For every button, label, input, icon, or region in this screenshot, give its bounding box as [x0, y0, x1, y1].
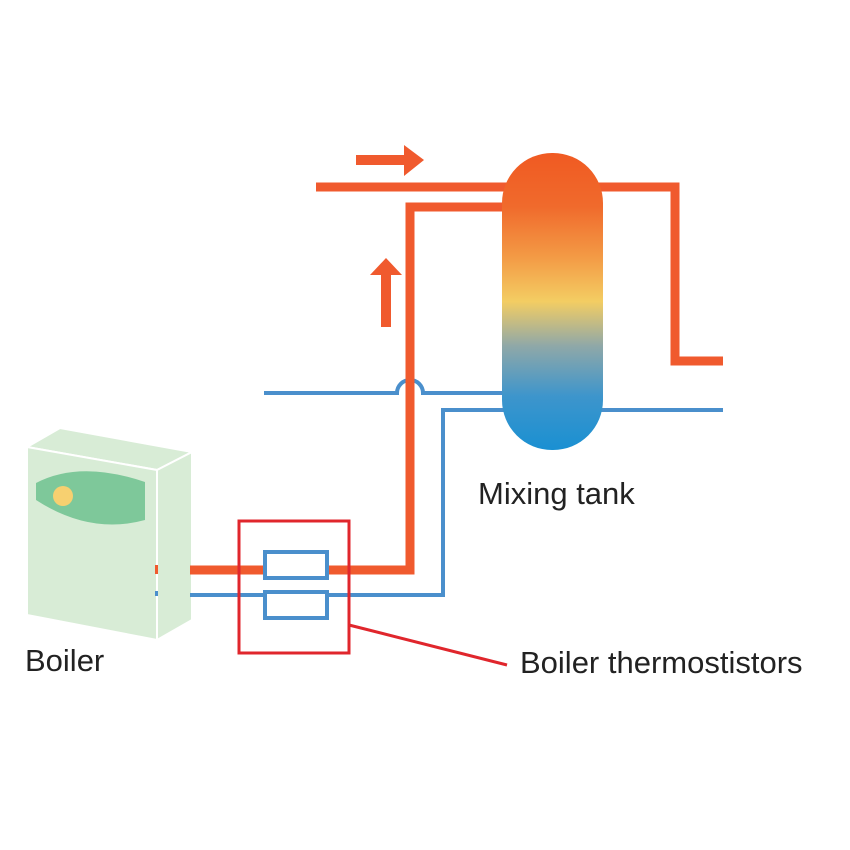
boiler-label: Boiler — [25, 643, 105, 678]
mixing-tank — [502, 153, 603, 450]
boiler-indicator-light — [53, 486, 73, 506]
flow-arrow-up-icon — [370, 258, 402, 327]
flow-arrow-right-icon — [356, 145, 424, 176]
boiler-unit — [24, 426, 196, 642]
hot-pipes — [190, 182, 723, 575]
thermistor-callout-line — [348, 623, 508, 667]
mixing-tank-label: Mixing tank — [478, 476, 635, 511]
thermistor-sensors — [263, 550, 329, 620]
thermistors-label: Boiler thermostistors — [520, 645, 803, 680]
thermistor-highlight-box — [237, 519, 351, 655]
boiler-panel — [36, 471, 145, 525]
